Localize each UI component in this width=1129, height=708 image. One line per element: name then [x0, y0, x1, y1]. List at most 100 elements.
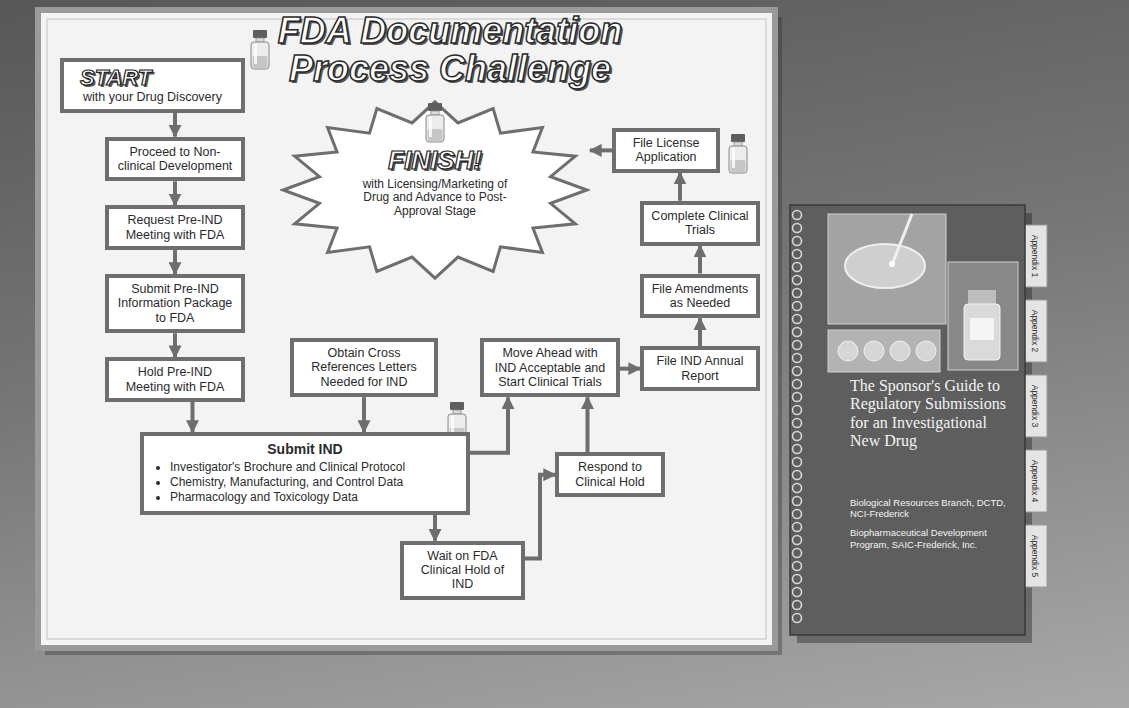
process-box: Complete Clinical Trials — [640, 201, 760, 246]
game-board — [38, 10, 775, 648]
flow-arrow — [362, 397, 366, 432]
spiral-ring — [793, 523, 802, 532]
spiral-ring — [793, 419, 802, 428]
spiral-ring — [793, 614, 802, 623]
spiral-ring — [793, 354, 802, 363]
node-text: Biological Resources Branch, DCTD, NCI-F… — [850, 497, 1011, 520]
flow-arrow — [433, 515, 437, 541]
process-box: Hold Pre-IND Meeting with FDA — [105, 357, 245, 402]
node-text: Submit IND — [152, 441, 458, 458]
process-box: Wait on FDA Clinical Hold of IND — [400, 541, 525, 600]
flow-arrow — [590, 148, 612, 152]
process-box: Request Pre-IND Meeting with FDA — [105, 205, 245, 250]
spiral-ring — [793, 406, 802, 415]
flow-arrow — [470, 397, 508, 452]
spiral-ring — [793, 250, 802, 259]
tab-label: Appendix 5 — [1028, 525, 1042, 587]
guide-booklet: The Sponsor's Guide to Regulatory Submis… — [790, 205, 1025, 635]
process-box: File License Application — [612, 128, 720, 173]
flow-arrow — [173, 181, 177, 205]
node-text: Submit Pre-IND Information Package to FD… — [115, 282, 235, 325]
node-text: with your Drug Discovery — [70, 90, 235, 104]
spiral-ring — [793, 328, 802, 337]
process-box: Proceed to Non-clinical Development — [105, 137, 245, 182]
bullet-list: Investigator's Brochure and Clinical Pro… — [152, 460, 458, 505]
spiral-ring — [793, 536, 802, 545]
heading-text: START — [70, 66, 235, 90]
start-box: STARTwith your Drug Discovery — [60, 58, 245, 113]
spiral-binding — [793, 211, 802, 623]
flow-arrow — [678, 173, 682, 201]
flow-arrow — [173, 333, 177, 357]
vial-token — [729, 134, 747, 173]
board-title: FDA Documentation Process Challenge — [255, 12, 645, 88]
node-text: Hold Pre-IND Meeting with FDA — [115, 365, 235, 394]
flow-arrow — [698, 246, 702, 274]
process-box: Move Ahead with IND Acceptable and Start… — [480, 338, 620, 397]
spiral-ring — [793, 432, 802, 441]
submission-box: Submit IND Investigator's Brochure and Cl… — [140, 432, 470, 515]
flow-arrow — [620, 367, 640, 371]
process-box: File Amendments as Needed — [640, 274, 760, 319]
node-text: with Licensing/Marketing of Drug and Adv… — [352, 178, 518, 219]
node-text: Request Pre-IND Meeting with FDA — [115, 213, 235, 242]
flow-arrow — [173, 113, 177, 137]
spiral-ring — [793, 601, 802, 610]
flow-arrow — [173, 250, 177, 274]
process-box: Obtain Cross References Letters Needed f… — [290, 338, 438, 397]
spiral-ring — [793, 575, 802, 584]
process-box: File IND Annual Report — [640, 346, 760, 391]
tab-label: Appendix 3 — [1028, 375, 1042, 437]
node-text: File IND Annual Report — [650, 354, 750, 383]
spiral-ring — [793, 393, 802, 402]
vial-token — [425, 103, 445, 143]
spiral-ring — [793, 510, 802, 519]
spiral-ring — [793, 562, 802, 571]
node-text: The Sponsor's Guide to Regulatory Submis… — [850, 377, 1011, 451]
spiral-ring — [793, 224, 802, 233]
booklet-tabs — [1023, 225, 1047, 587]
node-text: Respond to Clinical Hold — [565, 460, 655, 489]
vial-token — [251, 30, 269, 69]
spiral-ring — [793, 484, 802, 493]
flow-arrow — [191, 402, 195, 432]
tab-label: Appendix 1 — [1028, 225, 1042, 287]
node-text: Move Ahead with IND Acceptable and Start… — [490, 346, 610, 389]
spiral-ring — [793, 445, 802, 454]
spiral-ring — [793, 380, 802, 389]
spiral-ring — [793, 263, 802, 272]
node-text: Wait on FDA Clinical Hold of IND — [410, 549, 515, 592]
spiral-ring — [793, 588, 802, 597]
node-text: Biopharmaceutical Development Program, S… — [850, 527, 1011, 550]
flow-arrow — [586, 397, 590, 452]
spiral-ring — [793, 471, 802, 480]
booklet-cover — [790, 205, 1025, 635]
spiral-ring — [793, 289, 802, 298]
heading-text: FINISH! — [352, 146, 518, 175]
tab-label: Appendix 2 — [1028, 300, 1042, 362]
bullet-item: Investigator's Brochure and Clinical Pro… — [170, 460, 458, 475]
spiral-ring — [793, 237, 802, 246]
node-text: Proceed to Non-clinical Development — [115, 145, 235, 174]
spiral-ring — [793, 497, 802, 506]
process-box: Respond to Clinical Hold — [555, 452, 665, 497]
spiral-ring — [793, 549, 802, 558]
node-text: Obtain Cross References Letters Needed f… — [300, 346, 428, 389]
spiral-ring — [793, 367, 802, 376]
flow-arrow — [525, 475, 555, 559]
spiral-ring — [793, 276, 802, 285]
spiral-ring — [793, 315, 802, 324]
board-inner-rule — [47, 19, 766, 639]
starburst-shape — [283, 102, 587, 278]
bullet-item: Pharmacology and Toxicology Data — [170, 490, 458, 505]
spiral-ring — [793, 458, 802, 467]
spiral-ring — [793, 211, 802, 220]
finish-starburst: FINISH! with Licensing/Marketing of Drug … — [280, 100, 590, 280]
node-text: File License Application — [622, 136, 710, 165]
node-text: File Amendments as Needed — [650, 282, 750, 311]
spiral-ring — [793, 302, 802, 311]
flow-arrow — [698, 318, 702, 346]
process-box: Submit Pre-IND Information Package to FD… — [105, 274, 245, 333]
bullet-item: Chemistry, Manufacturing, and Control Da… — [170, 475, 458, 490]
